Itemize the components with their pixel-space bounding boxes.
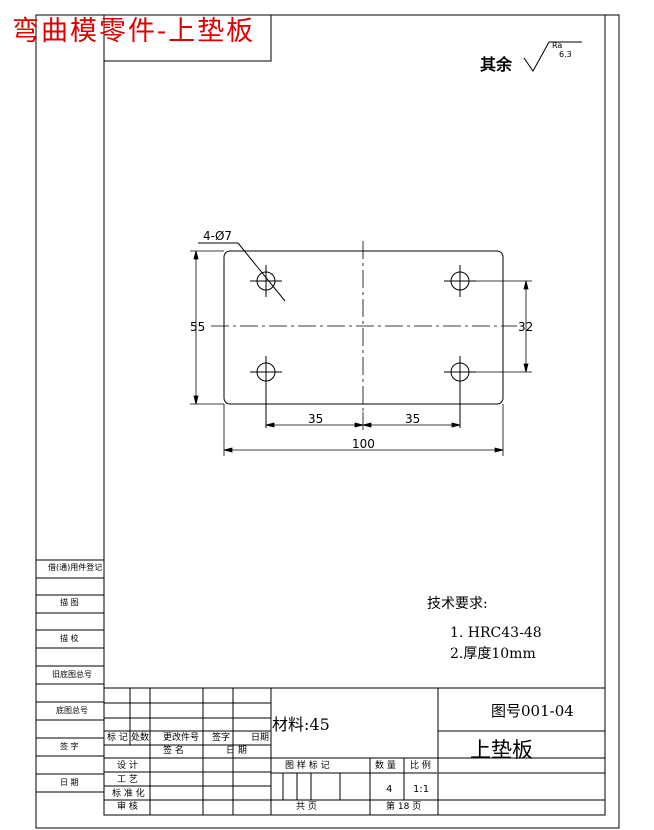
rev-header: 日期 — [251, 733, 270, 743]
tech-requirement-2: 2.厚度10mm — [450, 646, 536, 662]
left-strip-lines — [36, 559, 104, 793]
hole-callout: 4-Ø7 — [203, 229, 233, 243]
dim-hole-right: 35 — [405, 412, 421, 426]
scale: 1:1 — [413, 784, 430, 795]
inner-frame — [103, 14, 606, 816]
dim-hole-spacing-v: 32 — [518, 320, 534, 334]
left-strip-label: 签 字 — [60, 742, 79, 751]
roughness-symbol — [523, 41, 582, 72]
roughness-symbol-label: Ra — [552, 41, 563, 50]
tech-requirements-heading: 技术要求: — [427, 596, 488, 612]
left-strip-label: 日 期 — [60, 778, 79, 787]
quantity: 4 — [386, 784, 393, 795]
sign-header: 签 名 — [163, 746, 184, 756]
center-lines — [211, 241, 517, 412]
total-pages: 共 页 — [296, 802, 317, 812]
part-outline — [223, 250, 504, 405]
left-strip-label: 旧底图总号 — [52, 670, 92, 679]
dim-hole-left: 35 — [308, 412, 324, 426]
hole-callout-leader — [198, 242, 286, 302]
dim-height: 55 — [190, 320, 206, 334]
left-strip-label: 描 校 — [60, 634, 79, 643]
part-name: 上垫板 — [470, 738, 533, 762]
left-strip-label: 描 图 — [60, 598, 79, 607]
dimension-lines — [190, 250, 532, 456]
roughness-value: 6.3 — [559, 50, 572, 59]
role-label: 设 计 — [117, 761, 138, 771]
rev-header: 处数 — [131, 733, 150, 743]
role-label: 工 艺 — [117, 775, 138, 785]
holes — [250, 265, 476, 428]
material: 材料:45 — [272, 715, 330, 734]
col-label: 比 例 — [410, 761, 431, 771]
page-of: 第 18 页 — [386, 802, 422, 812]
left-strip-label: 借(通)用件登记 — [48, 563, 103, 572]
col-label: 图 样 标 记 — [285, 761, 330, 771]
tech-requirement-1: 1. HRC43-48 — [450, 625, 542, 641]
page-title: 弯曲模零件-上垫板 — [12, 16, 256, 47]
title-block-lines — [104, 687, 605, 815]
role-label: 审 核 — [117, 802, 138, 812]
top-left-box — [103, 14, 272, 62]
rev-header: 更改件号 — [163, 733, 200, 743]
rev-header: 标 记 — [107, 733, 128, 743]
roughness-prefix: 其余 — [480, 55, 513, 74]
left-strip-label: 底图总号 — [56, 706, 88, 715]
dim-width: 100 — [352, 437, 375, 451]
role-label: 标 准 化 — [112, 789, 145, 799]
sign-header: 日 期 — [226, 746, 247, 756]
col-label: 数 量 — [375, 761, 396, 771]
rev-header: 签字 — [212, 733, 231, 743]
drawing-number: 图号001-04 — [491, 702, 574, 720]
